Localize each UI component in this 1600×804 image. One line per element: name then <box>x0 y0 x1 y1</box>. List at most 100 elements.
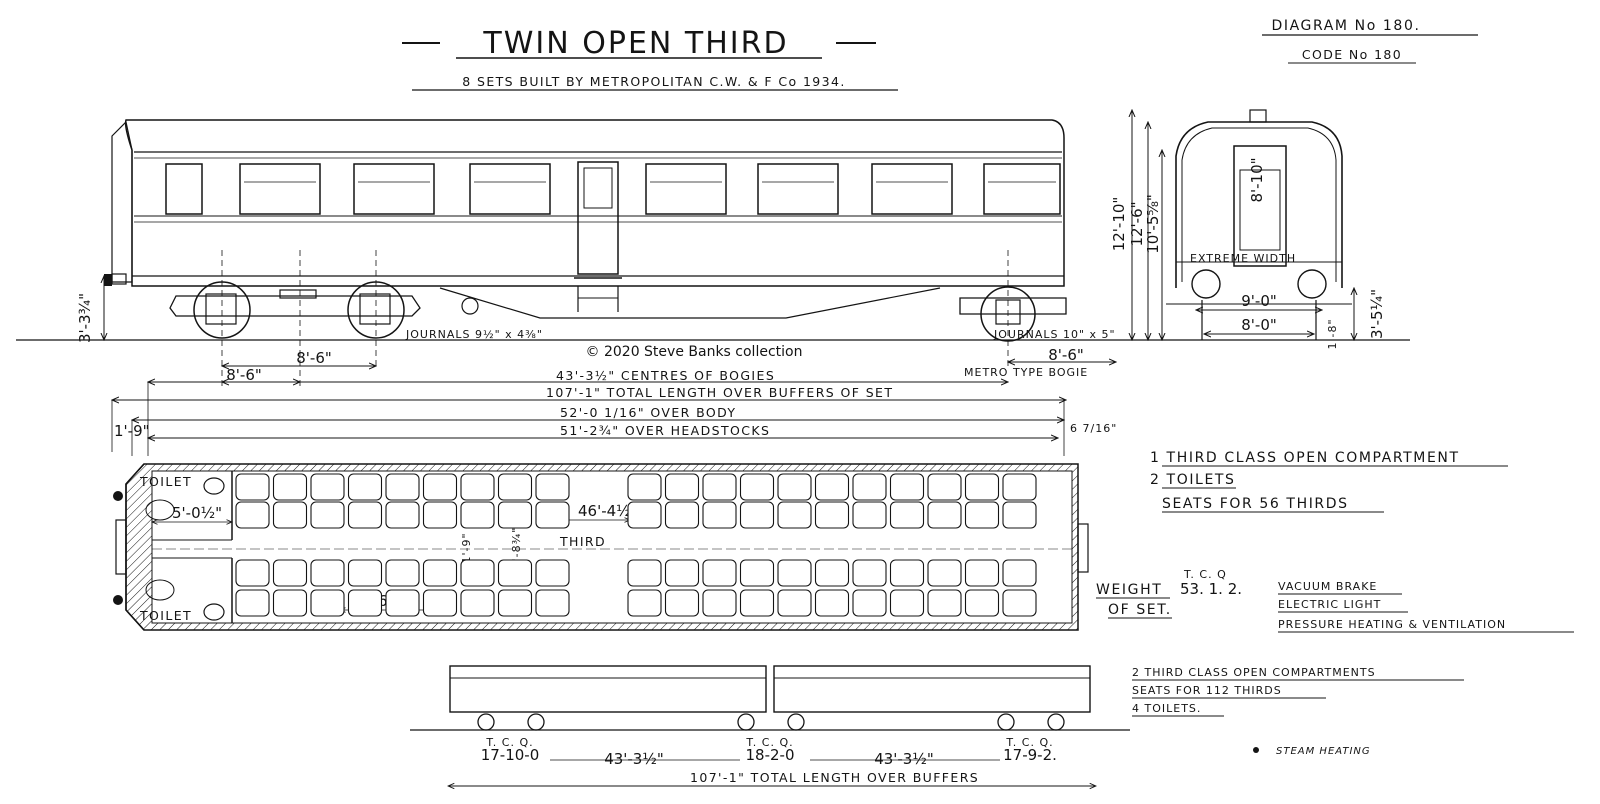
accommodation-line-1: 1 THIRD CLASS OPEN COMPARTMENT <box>1150 450 1460 466</box>
seat <box>460 589 495 617</box>
seat <box>702 501 737 529</box>
steam-heating-note: STEAM HEATING <box>1276 746 1371 757</box>
accommodation-line-2: 2 TOILETS <box>1150 472 1236 488</box>
seat <box>235 473 270 501</box>
dim-floor-height: 3'-5¼" <box>1368 289 1386 339</box>
seat <box>497 589 533 617</box>
accommodation-line-3: SEATS FOR 56 THIRDS <box>1162 496 1349 512</box>
seat <box>1002 589 1037 617</box>
set-coach-2 <box>773 665 1091 713</box>
seat <box>664 559 700 587</box>
class-label: THIRD <box>559 534 606 549</box>
seat <box>627 473 662 501</box>
seat <box>497 473 533 501</box>
seat <box>310 501 345 529</box>
seat <box>347 473 383 501</box>
seat <box>460 559 495 587</box>
set-total-length: 107'-1" TOTAL LENGTH OVER BUFFERS <box>690 770 979 785</box>
equipment-light: ELECTRIC LIGHT <box>1278 598 1381 611</box>
seat <box>664 473 700 501</box>
seating-layout <box>235 473 1037 617</box>
seat <box>422 501 458 529</box>
set-diagram: T. C. Q. T. C. Q. T. C. Q. 17-10-0 18-2-… <box>410 665 1371 786</box>
weight-block: WEIGHT OF SET. T. C. Q 53. 1. 2. <box>1096 568 1242 619</box>
seat <box>497 501 533 529</box>
seat <box>927 559 962 587</box>
side-door <box>577 161 619 275</box>
seat <box>852 501 887 529</box>
seat <box>777 559 812 587</box>
dim-centre: 46'-4½" <box>578 502 638 520</box>
seat <box>460 501 495 529</box>
seat <box>310 473 345 501</box>
seat <box>422 589 458 617</box>
seat <box>889 501 925 529</box>
seat <box>235 501 270 529</box>
title: TWIN OPEN THIRD <box>482 26 788 61</box>
seat <box>535 559 570 587</box>
dim-gangway-a: 1'-9" <box>460 532 473 563</box>
set-centres-right: 43'-3½" <box>874 750 934 768</box>
seat <box>385 589 420 617</box>
weight-label: WEIGHT <box>1096 582 1162 598</box>
dim-gangway-b: 1'-8¾" <box>510 527 523 570</box>
dim-over-headstocks: 51'-2¾" OVER HEADSTOCKS <box>560 423 770 438</box>
seat <box>385 501 420 529</box>
length-dimensions: 8'-6" 8'-6" 8'-6" METRO TYPE BOGIE 43'-3… <box>112 346 1117 456</box>
coach-end-left <box>111 120 133 283</box>
seat <box>422 473 458 501</box>
seat <box>964 473 1000 501</box>
end-gangway-door <box>1233 145 1287 267</box>
seat <box>1002 501 1037 529</box>
toilet-label-top: TOILET <box>139 474 192 489</box>
seat <box>739 589 775 617</box>
diagram-number: DIAGRAM No 180. <box>1271 18 1420 34</box>
axle-units-1: T. C. Q. <box>485 736 533 749</box>
seat <box>814 501 850 529</box>
axle-units-2: T. C. Q. <box>745 736 793 749</box>
axle-units-3: T. C. Q. <box>1005 736 1053 749</box>
seat <box>889 559 925 587</box>
seat <box>385 473 420 501</box>
seat <box>627 589 662 617</box>
dim-step-height: 1'-8" <box>1326 318 1339 349</box>
side-windows <box>165 163 1061 215</box>
brake-cylinder <box>461 297 479 315</box>
seat <box>739 473 775 501</box>
seat <box>927 473 962 501</box>
dim-over-body: 52'-0 1/16" OVER BODY <box>560 405 736 420</box>
set-summary-line-2: SEATS FOR 112 THIRDS <box>1132 684 1282 697</box>
seat <box>889 473 925 501</box>
seat <box>702 559 737 587</box>
seat <box>535 473 570 501</box>
journals-left: JOURNALS 9½" x 4⅜" <box>405 328 543 341</box>
header: TWIN OPEN THIRD 8 SETS BUILT BY METROPOL… <box>402 18 1478 91</box>
underframe-truss <box>439 287 941 319</box>
extreme-width-label: EXTREME WIDTH <box>1190 252 1296 265</box>
seat <box>777 501 812 529</box>
dim-height-3: 10'-5⅝" <box>1144 194 1162 254</box>
equipment-notes: VACUUM BRAKE ELECTRIC LIGHT PRESSURE HEA… <box>1278 580 1574 633</box>
seat <box>777 589 812 617</box>
seat <box>664 501 700 529</box>
seat <box>852 559 887 587</box>
seat <box>664 589 700 617</box>
subtitle: 8 SETS BUILT BY METROPOLITAN C.W. & F Co… <box>462 74 845 89</box>
toilet-pan-top <box>203 477 225 495</box>
seat <box>1002 473 1037 501</box>
set-coach-1 <box>449 665 767 713</box>
end-elevation: EXTREME WIDTH 8'-10" 12'-10" 12'-6" 10'-… <box>1110 110 1386 350</box>
metro-type-bogie-label: METRO TYPE BOGIE <box>964 366 1088 379</box>
dim-toilet: 5'-0½" <box>172 504 222 522</box>
set-centres-left: 43'-3½" <box>604 750 664 768</box>
seat <box>1002 559 1037 587</box>
seat <box>272 589 308 617</box>
seat <box>964 559 1000 587</box>
dim-height-1: 12'-10" <box>1110 197 1128 252</box>
seat <box>310 589 345 617</box>
seat <box>535 589 570 617</box>
bogie-left <box>169 281 421 339</box>
seat <box>852 589 887 617</box>
seat <box>814 559 850 587</box>
